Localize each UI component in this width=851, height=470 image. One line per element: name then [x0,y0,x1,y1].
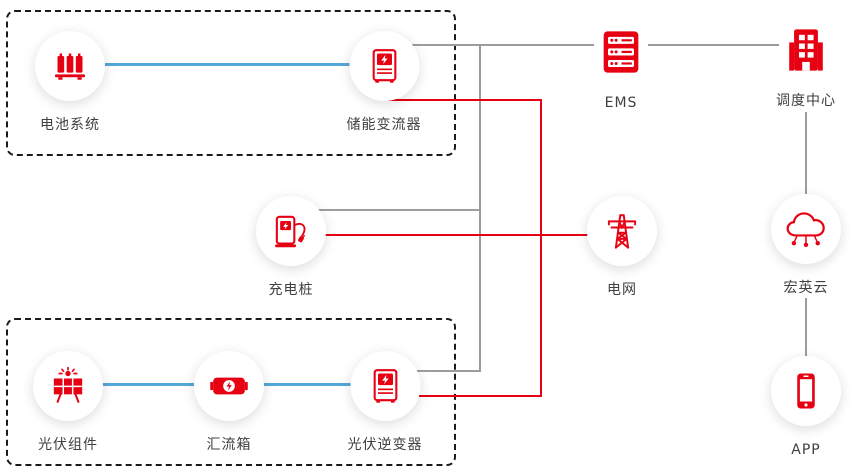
combiner-box-icon [194,351,264,421]
charger-icon [275,215,306,248]
node-dispatch-center: 调度中心 [776,23,836,109]
edge-charger-to-grid [291,234,622,236]
cloud-network-icon [786,212,825,248]
combiner-icon [210,377,248,395]
edge-converter-to-power_bus [388,99,542,101]
node-ems: EMS [594,25,648,111]
battery-system-label: 电池系统 [40,117,100,133]
building-icon [789,29,823,71]
edge-dispatch_center-to-cloud [805,112,807,194]
app-icon-circle [771,356,841,426]
node-charging-pile: 充电桩 [256,196,326,298]
edge-pv_inverter-to-power_bus [385,395,542,397]
server-icon [603,31,639,73]
edge-power_bus_top-to-power_bus_bottom [540,99,542,397]
app-label: APP [791,442,821,458]
pv-module-label: 光伏组件 [38,437,98,453]
node-pv-inverter: 光伏逆变器 [348,351,423,453]
smartphone-icon [797,373,815,409]
battery-icon [55,53,85,80]
edge-charger-to-comm_bus [291,209,481,211]
charging-pile-label: 充电桩 [268,282,314,298]
edge-cloud-to-app [805,298,807,356]
edge-battery-to-converter [70,63,384,66]
dispatch-center-label: 调度中心 [776,93,836,109]
edge-comm_bus_top-to-comm_bus_bottom [479,44,481,372]
grid-label: 电网 [607,282,637,298]
pv-inverter-icon [350,351,420,421]
storage-system-group-box [6,10,456,156]
node-app: APP [771,356,841,458]
node-grid: 电网 [587,196,657,298]
edge-pv_inverter-to-comm_bus [385,370,481,372]
edge-pv_module-to-combiner [68,383,229,386]
transmission-tower-icon [607,214,637,249]
cloud-icon-circle [771,194,841,264]
node-combiner-box: 汇流箱 [194,351,264,453]
grid-icon-circle [587,196,657,266]
charging-pile-icon [256,196,326,266]
ems-label: EMS [604,95,638,111]
node-battery-system: 电池系统 [35,31,105,133]
inverter-cabinet-icon [373,369,397,403]
battery-system-icon [35,31,105,101]
ems-icon-wrap [594,25,648,79]
node-pv-module: 光伏组件 [33,351,103,453]
solar-panel-icon [53,366,83,403]
node-cloud: 宏英云 [771,194,841,296]
cloud-label: 宏英云 [783,280,829,296]
edge-combiner-to-pv_inverter [229,383,385,386]
pv-inverter-label: 光伏逆变器 [347,437,423,453]
pv-system-group-box [6,318,456,466]
storage-converter-icon [349,31,419,101]
storage-converter-label: 储能变流器 [346,117,422,133]
combiner-box-label: 汇流箱 [206,437,252,453]
node-storage-converter: 储能变流器 [347,31,422,133]
converter-cabinet-icon [372,49,396,83]
edge-ems-to-dispatch_center [648,44,779,46]
edge-converter-to-ems [384,44,594,46]
pv-module-icon [33,351,103,421]
dispatch-center-icon-wrap [779,23,833,77]
